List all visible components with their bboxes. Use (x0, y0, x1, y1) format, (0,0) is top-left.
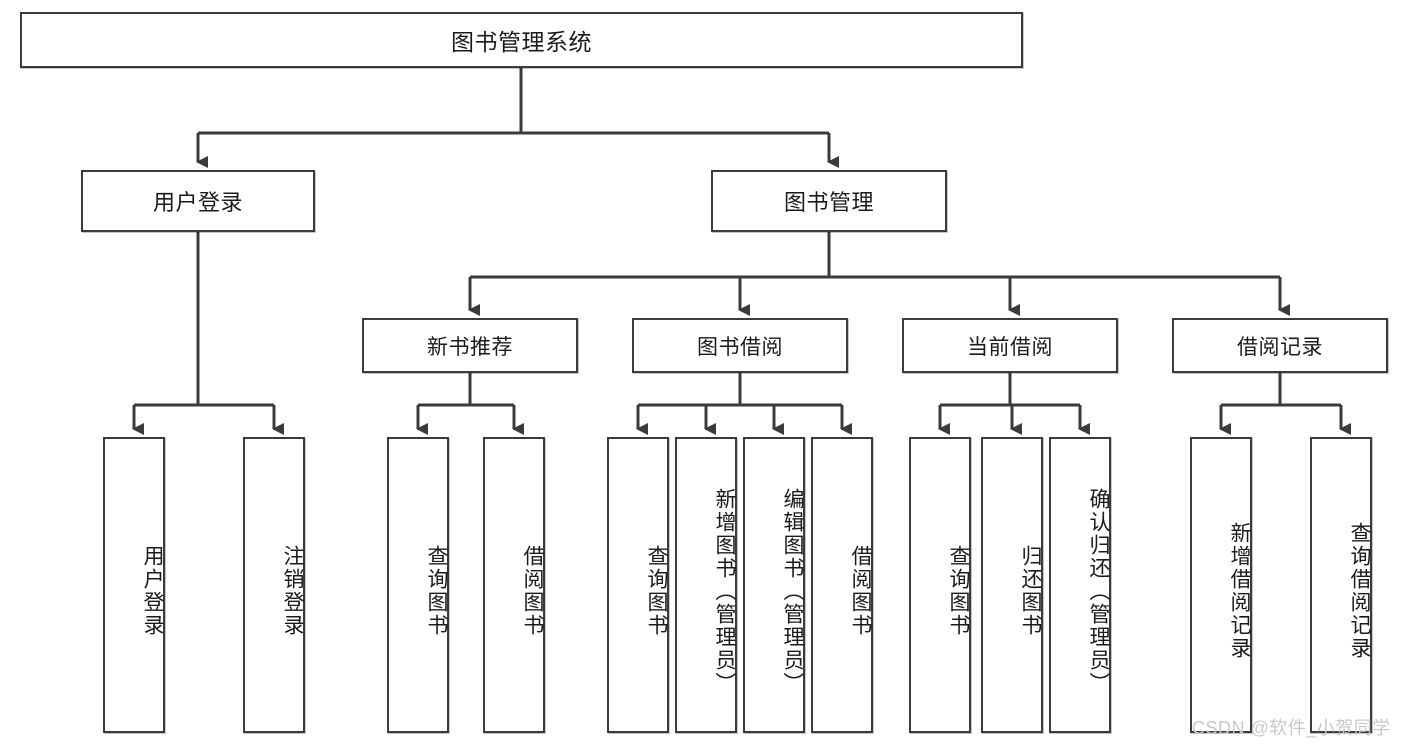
node-borrow-record[interactable]: 借阅记录 (1172, 318, 1388, 373)
node-leaf-confirm-return[interactable]: 确认归还（管理员） (1049, 437, 1111, 733)
node-book-manage[interactable]: 图书管理 (711, 170, 947, 232)
node-book-manage-label: 图书管理 (783, 190, 874, 215)
node-book-borrow[interactable]: 图书借阅 (632, 318, 848, 373)
node-leaf-return-book[interactable]: 归还图书 (981, 437, 1043, 733)
node-book-borrow-label: 图书借阅 (697, 335, 783, 359)
node-leaf-query-book-3-label: 查询图书 (947, 545, 970, 637)
node-leaf-query-book-1[interactable]: 查询图书 (387, 437, 449, 733)
node-leaf-add-book-label: 新增图书（管理员） (713, 487, 736, 695)
node-leaf-query-book-3[interactable]: 查询图书 (909, 437, 971, 733)
csdn-watermark: CSDN @软件_小贺同学 (1192, 718, 1391, 738)
node-leaf-logout[interactable]: 注销登录 (243, 437, 305, 733)
node-user-login[interactable]: 用户登录 (81, 170, 315, 232)
node-leaf-edit-book[interactable]: 编辑图书（管理员） (743, 437, 805, 733)
node-new-book-recommend[interactable]: 新书推荐 (362, 318, 578, 373)
node-root-label: 图书管理系统 (451, 29, 592, 55)
node-new-book-recommend-label: 新书推荐 (427, 335, 513, 359)
node-leaf-add-book[interactable]: 新增图书（管理员） (675, 437, 737, 733)
node-current-borrow[interactable]: 当前借阅 (902, 318, 1118, 373)
node-current-borrow-label: 当前借阅 (967, 335, 1053, 359)
node-leaf-borrow-book-2-label: 借阅图书 (849, 545, 872, 637)
node-leaf-query-book-1-label: 查询图书 (425, 545, 448, 637)
node-leaf-return-book-label: 归还图书 (1019, 545, 1042, 637)
node-leaf-user-login[interactable]: 用户登录 (103, 437, 165, 733)
node-leaf-add-record-label: 新增借阅记录 (1228, 522, 1251, 660)
node-leaf-borrow-book-1[interactable]: 借阅图书 (483, 437, 545, 733)
node-user-login-label: 用户登录 (152, 190, 243, 215)
node-leaf-borrow-book-2[interactable]: 借阅图书 (811, 437, 873, 733)
node-leaf-confirm-return-label: 确认归还（管理员） (1087, 487, 1110, 695)
node-leaf-edit-book-label: 编辑图书（管理员） (781, 487, 804, 695)
node-root[interactable]: 图书管理系统 (20, 12, 1023, 68)
node-leaf-user-login-label: 用户登录 (141, 545, 164, 637)
node-leaf-borrow-book-1-label: 借阅图书 (521, 545, 544, 637)
node-borrow-record-label: 借阅记录 (1237, 335, 1323, 359)
node-leaf-logout-label: 注销登录 (281, 545, 304, 637)
node-leaf-query-book-2[interactable]: 查询图书 (607, 437, 669, 733)
node-leaf-add-record[interactable]: 新增借阅记录 (1190, 437, 1252, 733)
node-leaf-query-book-2-label: 查询图书 (645, 545, 668, 637)
node-leaf-query-record-label: 查询借阅记录 (1348, 522, 1371, 660)
node-leaf-query-record[interactable]: 查询借阅记录 (1310, 437, 1372, 733)
